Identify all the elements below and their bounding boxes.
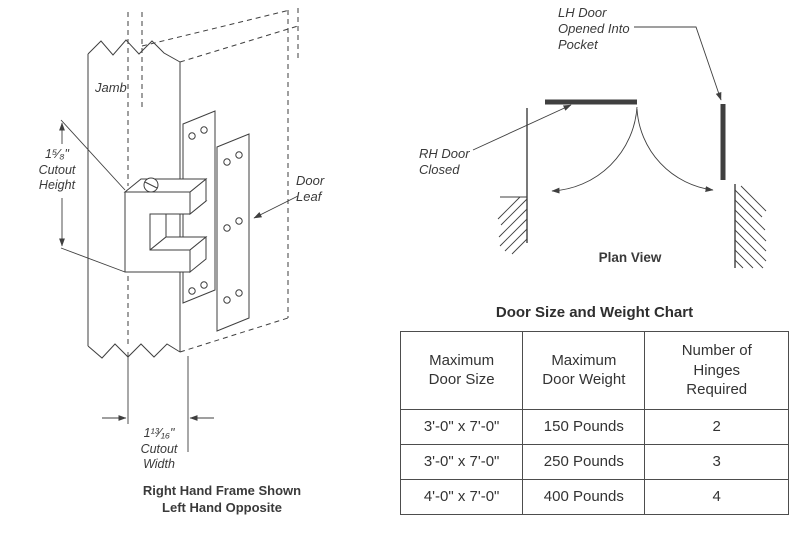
isometric-frame-drawing [59, 8, 299, 452]
screw-hole [200, 281, 208, 289]
header-max-door-weight: Maximum Door Weight [522, 331, 646, 410]
top-break-line [87, 39, 181, 63]
door-size-weight-chart: Door Size and Weight Chart Maximum Door … [399, 304, 789, 515]
cutout-width-dimension [102, 352, 214, 452]
screw-slot [144, 181, 158, 189]
header-hinges-required: Number of Hinges Required [644, 331, 789, 410]
rh-door-label: RH Door Closed [419, 146, 470, 177]
table-cell: 3'-0" x 7'-0" [399, 408, 524, 445]
table-cell: 150 Pounds [522, 408, 646, 445]
table-row: 3'-0" x 7'-0" 150 Pounds 2 [399, 408, 789, 445]
bottom-break-line [87, 343, 181, 359]
jamb-label: Jamb [95, 80, 127, 95]
screw-hole [235, 151, 243, 159]
screw-hole [188, 287, 196, 295]
table-cell: 2 [644, 408, 789, 445]
lh-door-leader-arrow [634, 26, 722, 101]
isometric-view-caption: Right Hand Frame Shown Left Hand Opposit… [142, 483, 302, 515]
lh-door-swing-arc [636, 108, 714, 192]
right-wall-hatching [734, 185, 767, 269]
rh-door-swing-arc [551, 106, 638, 194]
door-leaf-leader-arrow [253, 195, 299, 219]
header-max-door-size: Maximum Door Size [399, 331, 524, 410]
right-wall [734, 184, 767, 269]
table-cell: 400 Pounds [522, 478, 646, 515]
screw-hole [235, 289, 243, 297]
cutout-width-label: 1¹³⁄₁₆" Cutout Width [140, 426, 178, 471]
lh-door-label: LH Door Opened Into Pocket [558, 5, 630, 52]
screw-hole [223, 158, 231, 166]
table-cell: 4'-0" x 7'-0" [399, 478, 524, 515]
door-size-weight-table: Maximum Door Size Maximum Door Weight Nu… [399, 331, 789, 515]
screw-hole [235, 217, 243, 225]
table-cell: 3 [644, 443, 789, 480]
door-leaf-label: Door Leaf [296, 173, 325, 204]
table-cell: 3'-0" x 7'-0" [399, 443, 524, 480]
screw-hole [200, 126, 208, 134]
screw-hole [223, 224, 231, 232]
cutout-height-dimension [59, 119, 126, 273]
table-cell: 250 Pounds [522, 443, 646, 480]
left-wall [497, 108, 528, 255]
table-cell: 4 [644, 478, 789, 515]
plan-view-caption: Plan View [598, 250, 662, 265]
table-row: 3'-0" x 7'-0" 250 Pounds 3 [399, 443, 789, 480]
screw-hole [223, 296, 231, 304]
plan-view-drawing [472, 26, 767, 269]
door-leaf-plate [216, 133, 250, 332]
jamb-hidden-edges [127, 8, 299, 353]
table-title: Door Size and Weight Chart [495, 304, 694, 321]
rh-door-leader-arrow [472, 104, 572, 151]
pivot-bracket [123, 177, 208, 274]
cutout-height-label: 1⁵⁄₈" Cutout Height [38, 147, 76, 192]
table-row: 4'-0" x 7'-0" 400 Pounds 4 [399, 478, 789, 515]
table-header-row: Maximum Door Size Maximum Door Weight Nu… [399, 331, 789, 410]
screw-hole [188, 132, 196, 140]
left-wall-hatching [497, 196, 528, 255]
